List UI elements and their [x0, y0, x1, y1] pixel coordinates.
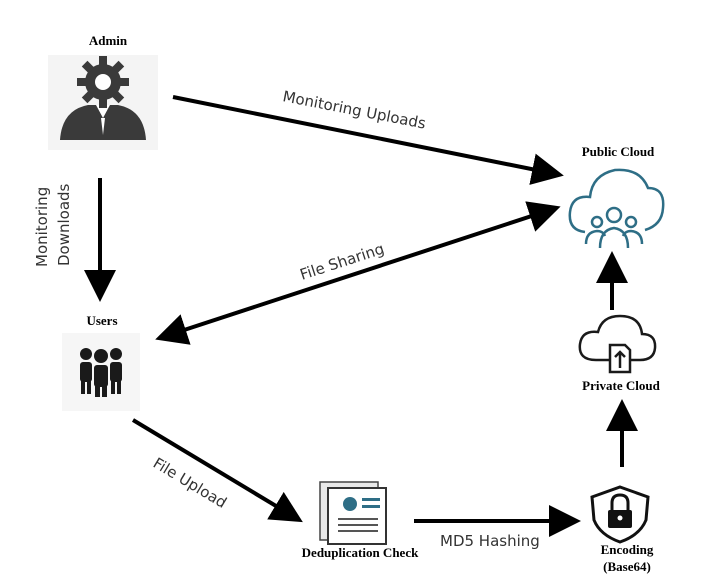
- label-admin: Admin: [89, 33, 128, 48]
- label-deduplication-check: Deduplication Check: [302, 545, 419, 560]
- public-cloud-icon: [568, 168, 665, 249]
- admin-icon: [48, 55, 158, 150]
- label-public-cloud: Public Cloud: [582, 144, 655, 159]
- label-encoding: Encoding: [601, 542, 654, 557]
- arrows: [84, 95, 638, 537]
- deduplication-check-icon: [319, 481, 387, 545]
- label-monitoring-downloads-1: Monitoring: [33, 187, 51, 267]
- label-encoding-base64: (Base64): [603, 559, 651, 574]
- label-users: Users: [86, 313, 117, 328]
- label-private-cloud: Private Cloud: [582, 378, 660, 393]
- label-file-upload: File Upload: [150, 454, 230, 512]
- label-monitoring-uploads: Monitoring Uploads: [281, 87, 427, 132]
- file-sharing-arrow: [155, 201, 561, 345]
- file-upload-arrow: [131, 418, 303, 523]
- users-icon: [62, 333, 140, 411]
- monitoring-uploads-arrow: [172, 95, 564, 185]
- private-cloud-icon: [578, 314, 657, 374]
- label-md5-hashing: MD5 Hashing: [440, 532, 540, 550]
- label-monitoring-downloads-2: Downloads: [55, 183, 73, 266]
- encoding-lock-icon: [590, 485, 650, 544]
